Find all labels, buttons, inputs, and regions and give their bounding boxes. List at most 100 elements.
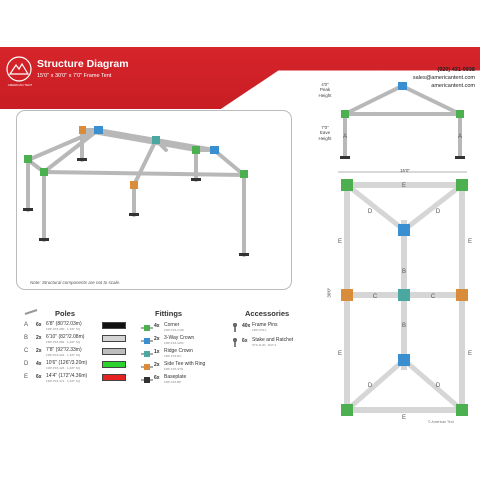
accessory-label: Frame Pins [252,322,278,328]
baseplates [23,158,249,256]
pole-color-swatch [102,374,126,381]
plan-view-diagram: E E E E E E D D D D B B C C [338,179,472,421]
plan-letter-e-bottom: E [402,415,406,421]
peak-height-label: 4'0" Peak Height [313,82,337,98]
contact-website[interactable]: americantent.com [431,82,475,89]
length-dimension: 30'0" [326,287,332,298]
plan-letter-d-bottom-left: D [368,383,373,389]
fitting-qty: 6x [154,375,160,381]
stake-ratchet-icon [233,338,237,347]
pole-letter: D [24,361,29,367]
copyright-text: © American Tent [428,420,454,424]
scale-note: Note: Structural components are not to s… [30,280,121,285]
corner-fittings [24,146,248,178]
plan-letter-d-bottom-right: D [436,383,441,389]
corner-fitting-icon [141,325,153,331]
pole-qty: 4x [36,361,42,367]
accessory-part-number: STK-R-30 · RAT-2 [252,342,277,347]
eave-height-value: 7'0" [321,125,329,130]
pole-qty: 6x [36,322,42,328]
fitting-label: Side Tee with Ring [164,361,206,367]
pole-part-number: FRP-P15-126 · 1-3/8" SQ [46,365,81,370]
pole-row: A 6x 6'8" (80"/2.03m)FRP-P15-080 · 1-3/8" … [24,321,126,331]
fitting-part-number: FRP-F15-COR [164,327,184,332]
pole-spec: 7'8" (92"/2.33m)FRP-P15-092 · 1-3/8" SQ [46,347,100,357]
pole-qty: 2x [36,348,42,354]
contact-email[interactable]: sales@americantent.com [412,74,475,81]
logo-text: AMERICAN TENT [7,83,33,87]
fitting-qty: 2x [154,336,160,342]
eave-height-caption: Eave Height [318,130,332,141]
pole-part-number: FRP-P15-082 · 1-3/8" SQ [46,339,81,344]
pole-spec: 10'6" (126"/3.20m)FRP-P15-126 · 1-3/8" S… [46,360,100,370]
pole-part-number: FRP-P15-080 · 1-3/8" SQ [46,326,81,331]
fitting-part-number: FRP-F15-3WC [164,340,184,345]
pole-length: 6'8" (80"/2.03m) [46,321,82,327]
pole-spec: 14'4" (172"/4.36m)FRP-P15-172 · 1-3/8" S… [46,373,100,383]
isometric-frame-diagram [23,126,249,257]
fitting-label: Baseplate [164,374,187,380]
side-tee-icon [141,364,153,370]
pole-color-swatch [102,348,126,355]
pole-qty: 2x [36,335,42,341]
fitting-qty: 2x [154,362,160,368]
plan-letter-e-right-bottom: E [468,351,472,357]
pole-color-swatch [102,335,126,342]
accessory-qty: 6x [242,338,248,344]
fitting-label: Corner [164,322,180,328]
fittings-title: Fittings [155,309,183,318]
width-dimension: 15'0" [400,168,410,173]
ridge-crown-icon [141,351,153,357]
plan-letter-b-top: B [402,269,406,275]
fitting-qty: 1x [154,349,160,355]
plan-letter-e-left-top: E [338,239,342,245]
pole-letter: A [24,322,29,328]
three-way-crown-icon [141,338,153,344]
accessories-title: Accessories [245,309,290,318]
accessory-qty: 40x [242,323,251,329]
pole-spec: 6'10" (82"/2.08m)FRP-P15-082 · 1-3/8" SQ [46,334,100,344]
plan-letter-c-right: C [431,294,436,300]
ridge-crown-fitting [152,136,160,144]
baseplate-icon [141,377,153,383]
pole-length: 7'8" (92"/2.33m) [46,347,82,353]
pole-row: C 2x 7'8" (92"/2.33m)FRP-P15-092 · 1-3/8" … [24,347,126,357]
page-title: Structure Diagram [37,58,129,70]
pole-length: 6'10" (82"/2.08m) [46,334,85,340]
crown-fittings [94,126,219,154]
pole-color-swatch [102,361,126,368]
front-elevation-diagram: A A [338,82,467,173]
fitting-part-number: FRP-F15-STR [164,366,184,371]
fitting-qty: 4x [154,323,160,329]
pole-letter: C [24,348,29,354]
pole-spec: 6'8" (80"/2.03m)FRP-P15-080 · 1-3/8" SQ [46,321,100,331]
poles-title: Poles [55,309,76,318]
pole-color-swatch [102,322,126,329]
pole-icon [24,309,38,315]
pole-row: D 4x 10'6" (126"/3.20m)FRP-P15-126 · 1-3/8… [24,360,126,370]
fitting-part-number: FRP-F15-BP [164,379,182,384]
pole-part-number: FRP-P15-172 · 1-3/8" SQ [46,378,81,383]
pole-part-number: FRP-P15-092 · 1-3/8" SQ [46,352,81,357]
plan-letter-b-bottom: B [402,323,406,329]
contact-phone: (920) 431-0938 [437,67,475,73]
pole-length: 14'4" (172"/4.36m) [46,373,88,379]
page-subtitle: 15'0" x 30'0" x 7'0" Frame Tent [37,73,112,79]
front-letter-a-left: A [343,134,347,140]
fitting-label: Ridge Crown [164,348,193,354]
plan-letter-e-right-top: E [468,239,472,245]
eave-height-label: 7'0" Eave Height [313,125,337,141]
fitting-label: 3-Way Crown [164,335,195,341]
accessory-part-number: FRP-PIN-1 [252,327,267,332]
plan-letter-d-top-right: D [436,209,441,215]
side-tee-fittings [79,126,138,189]
